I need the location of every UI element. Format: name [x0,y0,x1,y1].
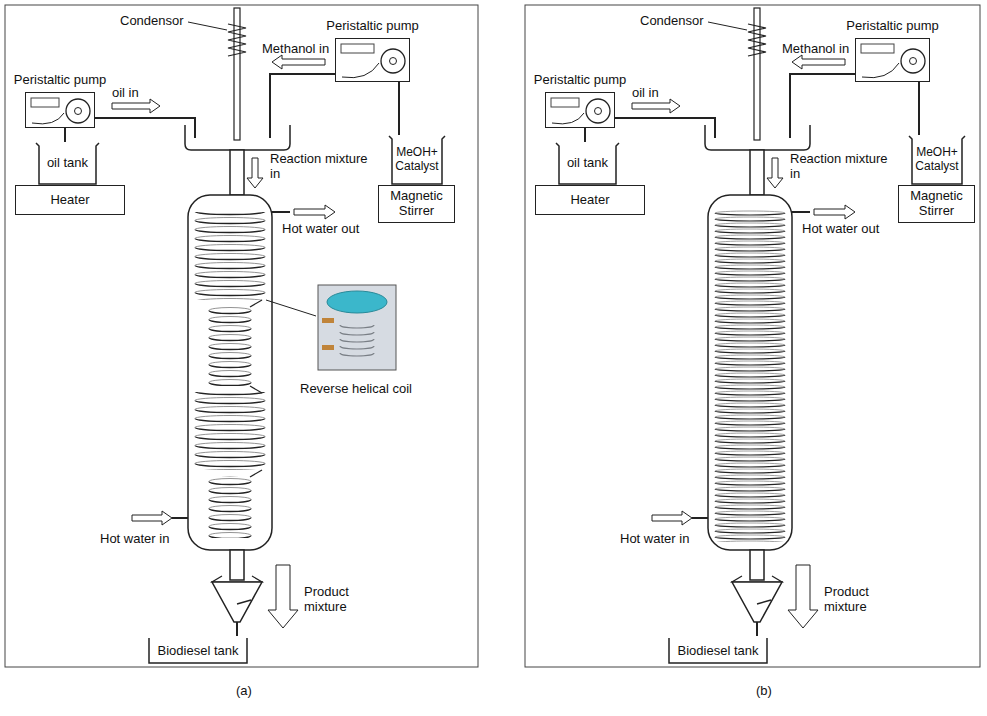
coil-photo-inset [266,285,396,370]
peristaltic-pump: Peristaltic pump [25,92,95,128]
node-text: MeOH+ Catalyst [394,146,440,174]
annotation-label: Hot water out [282,222,359,237]
beaker-wall [389,136,445,184]
pump-label: Peristaltic pump [326,19,418,34]
tank-wall [669,638,767,663]
pump-rotor [901,49,925,73]
helical-coil [712,210,788,542]
node-text: Heater [570,193,609,208]
node-text: oil tank [47,156,88,171]
node-text: Magnetic Stirrer [903,189,970,219]
annotation-label: Reaction mixture in [270,152,370,182]
pump-label: Peristaltic pump [846,19,938,34]
equipment-box: Heater [535,185,645,215]
collection-tank: Biodiesel tank [668,638,768,664]
tube-connector [584,128,586,142]
panel-caption: (a) [236,684,252,699]
beaker-vessel: oil tank [35,142,100,185]
pump-tube [32,113,64,124]
reactor-setup [615,8,855,636]
annotation-label: oil in [632,86,659,101]
tube-connector [918,82,920,135]
node-text: MeOH+ Catalyst [914,146,960,174]
tube-connector [64,128,66,142]
annotation-label: Hot water out [802,222,879,237]
peristaltic-pump: Peristaltic pump [855,38,930,82]
panel-frame [5,5,478,667]
pump-rotor [586,99,610,123]
pump-hub [75,108,82,115]
annotation-label: oil in [112,86,139,101]
node-text: Magnetic Stirrer [383,189,450,219]
pump-display [861,44,894,53]
pump-display [31,98,59,107]
pump-hub [390,58,397,65]
pump-display [341,44,374,53]
annotation-label: Methanol in [262,42,329,57]
annotation-label: Condensor [120,14,184,29]
annotation-label: Reverse helical coil [300,382,412,397]
annotation-label: Condensor [640,14,704,29]
annotation-label: Methanol in [782,42,849,57]
pump-outline [856,39,931,83]
pump-display [551,98,579,107]
collection-tank: Biodiesel tank [148,638,248,664]
beaker-vessel: MeOH+ Catalyst [908,135,966,185]
beaker-wall [36,143,99,184]
annotation-label: Hot water in [620,532,689,547]
annotation-label: Hot water in [100,532,169,547]
beaker-wall [909,136,965,184]
node-text: Biodiesel tank [678,644,759,659]
equipment-box: Heater [15,185,125,215]
pump-rotor [381,49,405,73]
beaker-vessel: MeOH+ Catalyst [388,135,446,185]
panel-caption: (b) [756,684,772,699]
pump-outline [546,93,616,129]
equipment-box: Magnetic Stirrer [378,185,455,223]
peristaltic-pump: Peristaltic pump [545,92,615,128]
reactor-setup [95,8,335,636]
node-text: oil tank [567,156,608,171]
pump-tube [862,63,899,78]
equipment-box: Magnetic Stirrer [898,185,975,223]
node-text: Biodiesel tank [158,644,239,659]
annotation-label: Reaction mixture in [790,152,890,182]
pump-hub [595,108,602,115]
pump-hub [910,58,917,65]
node-text: Heater [50,193,89,208]
reverse-helical-coil [192,212,268,538]
panel-frame [525,5,980,667]
beaker-vessel: oil tank [555,142,620,185]
pump-rotor [66,99,90,123]
tube-connector [398,82,400,135]
pump-tube [342,63,379,78]
annotation-label: Product mixture [824,585,884,615]
pump-label: Peristaltic pump [534,73,626,88]
pump-label: Peristaltic pump [14,73,106,88]
pump-outline [336,39,411,83]
beaker-wall [556,143,619,184]
tank-wall [149,638,247,663]
pump-tube [552,113,584,124]
annotation-label: Product mixture [304,585,364,615]
pump-outline [26,93,96,129]
peristaltic-pump: Peristaltic pump [335,38,410,82]
